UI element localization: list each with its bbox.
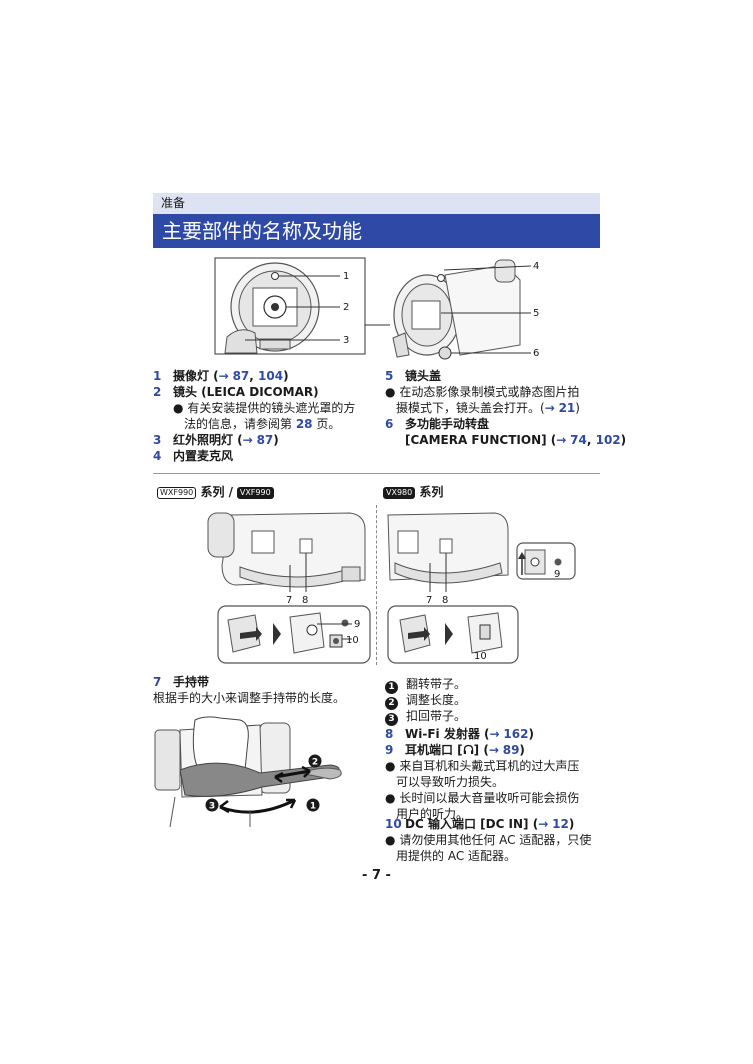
camera-side-figure-left: 7 8 9 10 [207,512,371,664]
headphone-warning-2: ● 长时间以最大音量收听可能会损伤 用户的听力。 [385,791,580,821]
ref-12[interactable]: 12 [552,817,569,831]
item-5-note: ● 在动态影像录制模式或静态图片拍 摄模式下，镜头盖会打开。(→ 21) [385,385,580,415]
page-number: - 7 - [362,868,391,883]
divider [153,473,600,474]
strap-mark-3: 3 [209,802,215,812]
callout-5: 5 [533,308,539,319]
page-title: 主要部件的名称及功能 [153,214,600,248]
series-left-header: WXF990 系列 / VXF990 [157,484,274,500]
ref-162[interactable]: 162 [503,727,529,741]
callout-6: 6 [533,348,539,359]
dc-warning: ● 请勿使用其他任何 AC 适配器，只使 用提供的 AC 适配器。 [385,833,592,863]
ref-87[interactable]: 87 [232,369,250,383]
item-2-note: ● 有关安装提供的镜头遮光罩的方 法的信息，请参阅第 28 页。 [173,401,356,431]
headphone-warning-1: ● 来自耳机和头戴式耳机的过大声压 可以导致听力损失。 [385,759,580,789]
camera-side-figure-right: 7 8 9 10 [387,512,576,664]
camera-front-figure: 1 2 3 4 5 6 [214,257,539,360]
strap-mark-1: 1 [310,802,316,812]
headphone-icon [463,744,473,754]
callout-7-left: 7 [286,595,292,606]
ref-104[interactable]: 104 [258,369,284,383]
callout-7-right: 7 [426,595,432,606]
model-badge-vx980: VX980 [383,487,416,499]
callout-10-right: 10 [474,651,487,662]
ref-87b[interactable]: 87 [256,433,274,447]
callout-9-left: 9 [354,619,360,630]
callout-8-right: 8 [442,595,448,606]
model-badge-wxf990: WXF990 [157,487,197,499]
callout-10-left: 10 [346,635,359,646]
callout-9-right: 9 [554,569,560,580]
callout-3: 3 [343,335,349,346]
ref-102[interactable]: 102 [595,433,621,447]
strap-adjust-figure: 2 3 1 [154,716,342,828]
ref-28[interactable]: 28 [295,417,313,431]
ref-89[interactable]: 89 [502,743,520,757]
dashed-divider [376,505,377,665]
item-7-desc: 根据手的大小来调整手持带的长度。 [153,691,346,705]
strap-mark-2: 2 [312,758,318,768]
model-badge-vxf990: VXF990 [236,487,274,499]
callout-2: 2 [343,302,349,313]
callout-1: 1 [343,271,349,282]
ref-21[interactable]: 21 [558,401,576,415]
series-right-header: VX980 系列 [383,484,443,500]
callout-4: 4 [533,261,539,272]
ref-74[interactable]: 74 [570,433,587,447]
callout-8-left: 8 [302,595,308,606]
item-6-detail: [CAMERA FUNCTION] (→ 74, 102) [405,433,627,447]
section-label: 准备 [153,193,600,214]
